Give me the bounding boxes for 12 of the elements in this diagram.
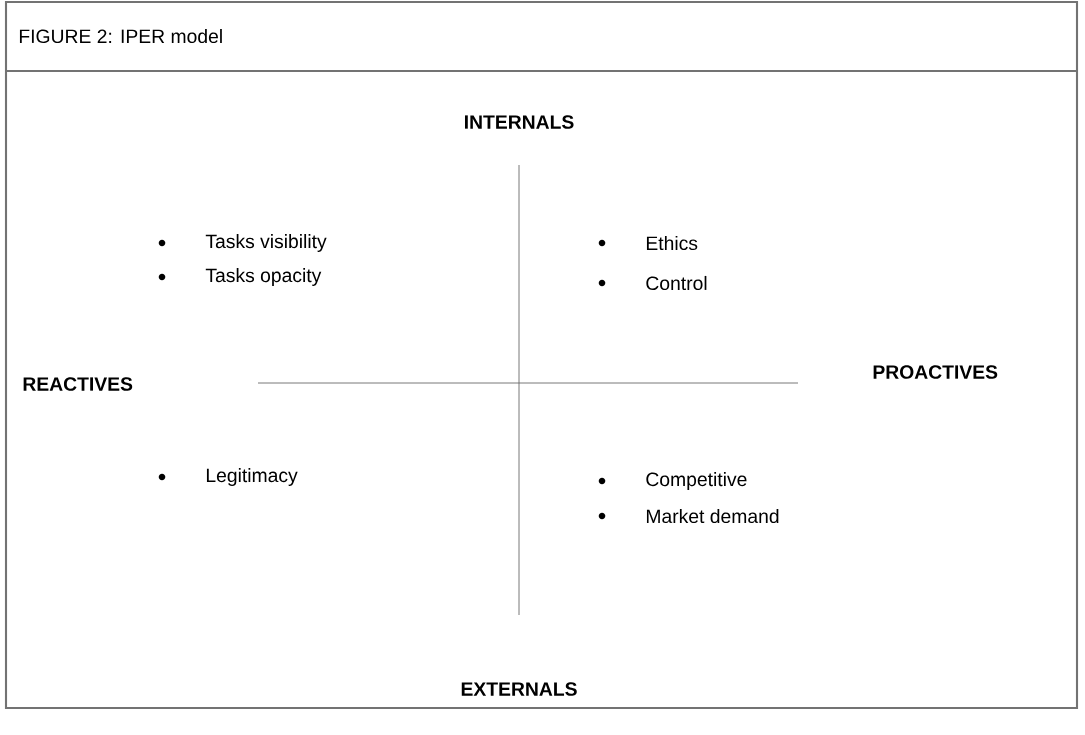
bullet-item: Ethics — [598, 235, 698, 251]
axis-label: REACTIVES — [23, 377, 133, 391]
bullet-item: Tasks visibility — [158, 234, 327, 252]
figure-title: FIGURE 2: IPER model — [19, 28, 222, 44]
axis-label: EXTERNALS — [461, 682, 577, 696]
bullet-item: Legitimacy — [158, 468, 298, 486]
bullet-item: Competitive — [598, 472, 747, 490]
axis-label: INTERNALS — [465, 115, 574, 129]
bullet-item: Tasks opacity — [158, 268, 322, 286]
bullet-item: Market demand — [598, 508, 779, 524]
axis-label: PROACTIVES — [873, 365, 998, 379]
bullet-item: Control — [598, 275, 707, 291]
